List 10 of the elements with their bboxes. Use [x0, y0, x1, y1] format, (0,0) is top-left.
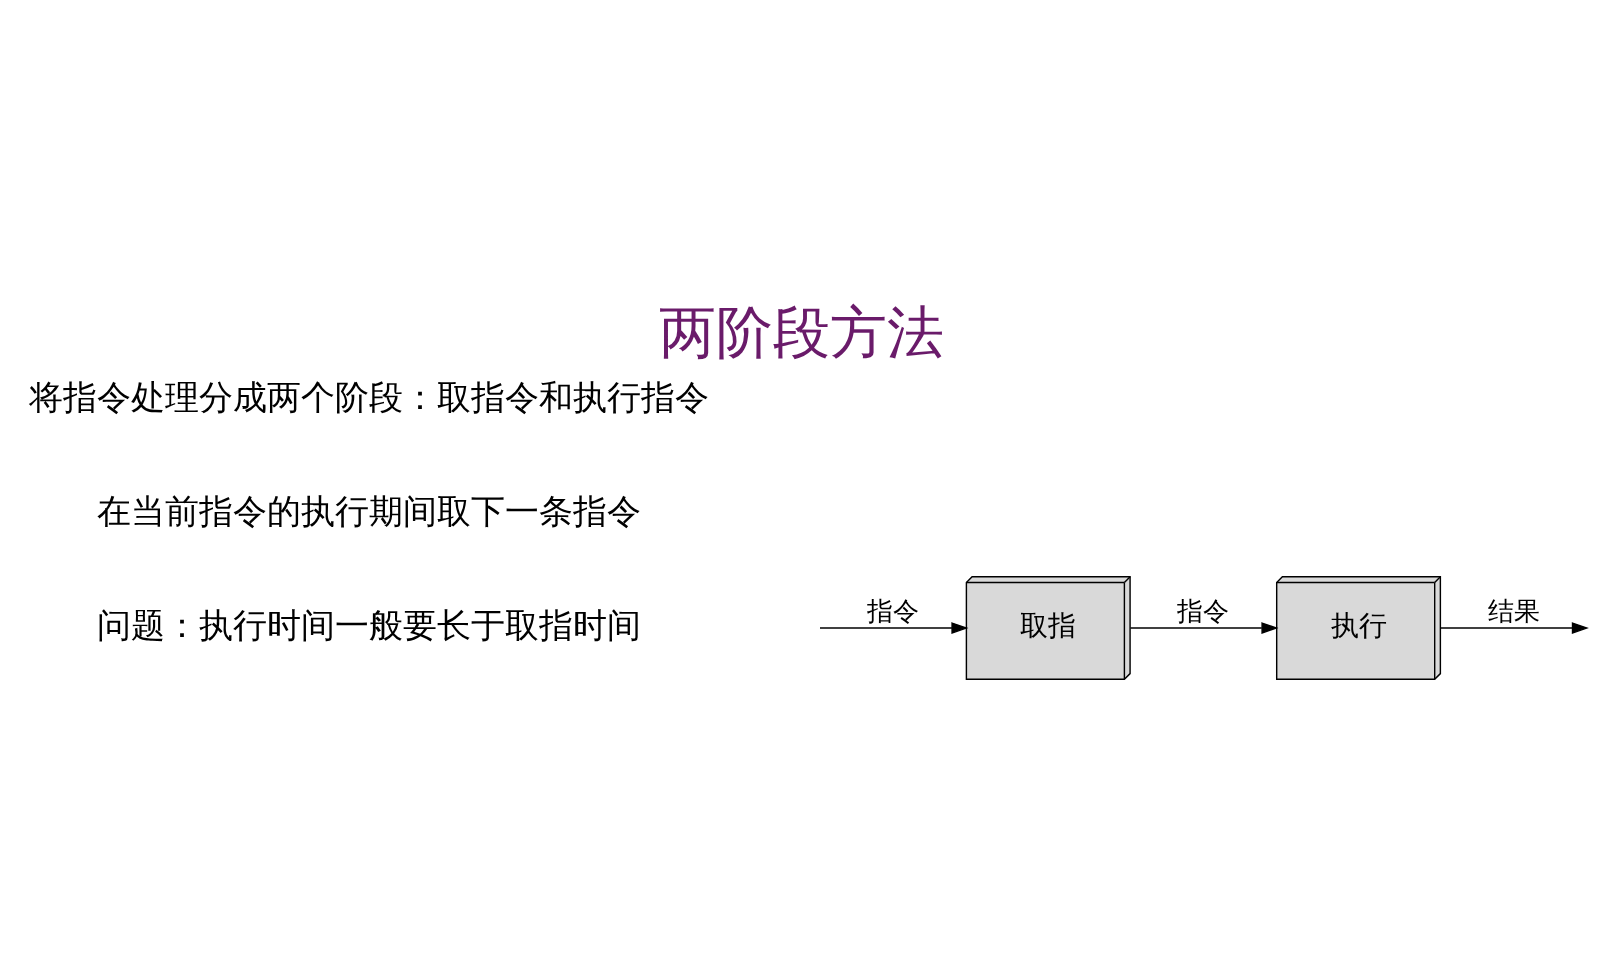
label: 问题：执行时间一般要长于取指时间 [97, 604, 642, 645]
arrow [1129, 621, 1279, 634]
edge-label: 指令 [1177, 595, 1230, 626]
arrow [819, 621, 969, 634]
label: 将指令处理分成两个阶段：取指令和执行指令 [29, 376, 710, 417]
label: 在当前指令的执行期间取下一条指令 [97, 490, 642, 531]
diagram-title: 两阶段方法 [659, 298, 945, 365]
arrow [1439, 621, 1589, 634]
edge-label: 指令 [867, 595, 920, 626]
edge-label: 结果 [1487, 595, 1540, 626]
